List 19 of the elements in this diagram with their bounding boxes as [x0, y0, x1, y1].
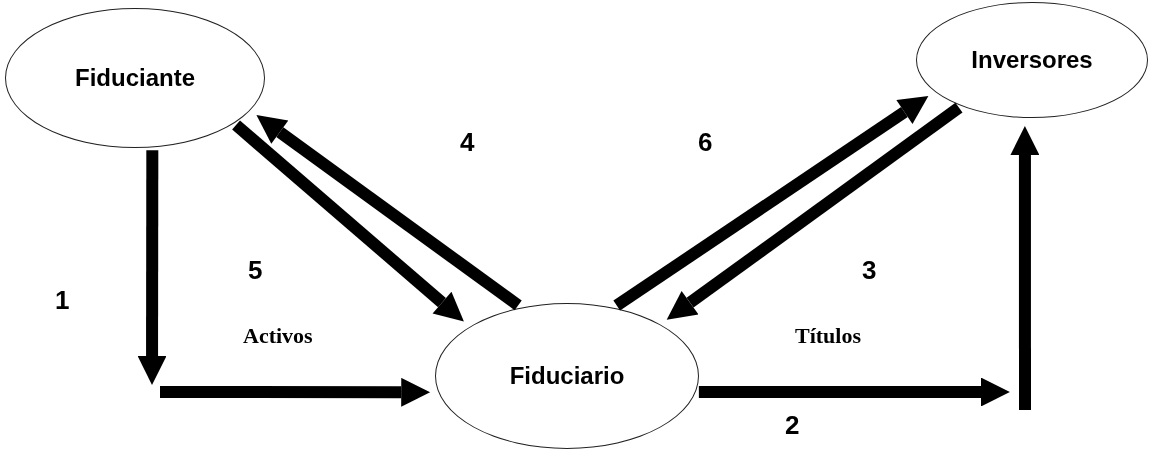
step-number: 2: [785, 410, 800, 441]
arrow: [666, 102, 963, 320]
step-number: 6: [698, 127, 713, 158]
arrow: [698, 377, 1010, 407]
step-number: 1: [55, 285, 70, 316]
node-label: Fiduciante: [75, 64, 195, 92]
node-label: Inversores: [971, 46, 1093, 74]
arrow: [160, 377, 431, 407]
arrow: [256, 115, 522, 311]
step-number: 5: [248, 255, 263, 286]
arrow: [232, 120, 464, 322]
step-number: 4: [460, 127, 475, 158]
arrow: [1010, 126, 1040, 410]
flow-label: Activos: [243, 323, 313, 349]
arrow: [613, 95, 929, 311]
flow-label: Títulos: [795, 323, 862, 349]
arrow: [137, 150, 167, 385]
step-number: 3: [862, 255, 877, 286]
node-label: Fiduciario: [509, 362, 625, 390]
